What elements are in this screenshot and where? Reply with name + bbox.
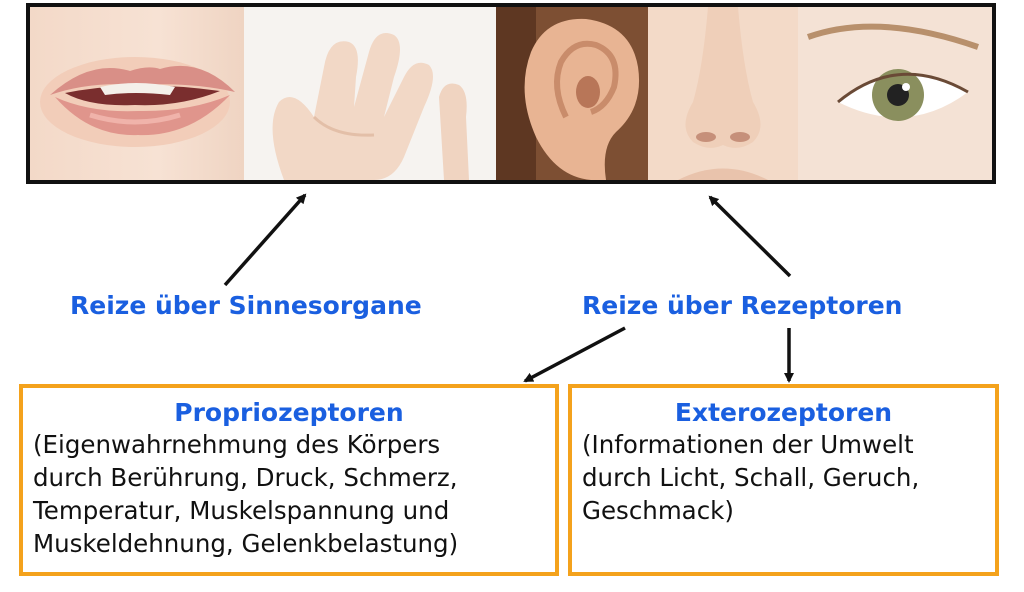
description-line: (Informationen der Umwelt xyxy=(582,430,914,459)
exterozeptoren-description: (Informationen der Umwelt durch Licht, S… xyxy=(572,428,995,527)
description-line: (Eigenwahrnehmung des Körpers xyxy=(33,430,441,459)
mouth-image xyxy=(30,7,244,180)
description-line: Temperatur, Muskelspannung und xyxy=(33,496,450,525)
exterozeptoren-box: Exterozeptoren (Informationen der Umwelt… xyxy=(568,384,999,576)
description-line: Geschmack) xyxy=(582,496,734,525)
hand-image xyxy=(244,7,496,180)
propriozeptoren-description: (Eigenwahrnehmung des Körpers durch Berü… xyxy=(23,428,555,560)
label-reize-rezeptoren: Reize über Rezeptoren xyxy=(582,291,903,320)
label-reize-sinnesorgane: Reize über Sinnesorgane xyxy=(70,291,422,320)
propriozeptoren-title: Propriozeptoren xyxy=(174,398,404,427)
propriozeptoren-box: Propriozeptoren (Eigenwahrnehmung des Kö… xyxy=(19,384,559,576)
nose-image xyxy=(648,7,798,180)
description-line: durch Licht, Schall, Geruch, xyxy=(582,463,920,492)
eye-image xyxy=(798,7,992,180)
description-line: Muskeldehnung, Gelenkbelastung) xyxy=(33,529,459,558)
exterozeptoren-title: Exterozeptoren xyxy=(674,398,893,427)
sense-organs-image-strip xyxy=(26,3,996,184)
description-line: durch Berührung, Druck, Schmerz, xyxy=(33,463,458,492)
arrow-sinnesorgane-to-images xyxy=(223,193,307,287)
arrow-rezeptoren-to-images xyxy=(708,195,792,278)
arrow-rezeptoren-to-proprio xyxy=(523,326,626,383)
ear-image xyxy=(496,7,648,180)
